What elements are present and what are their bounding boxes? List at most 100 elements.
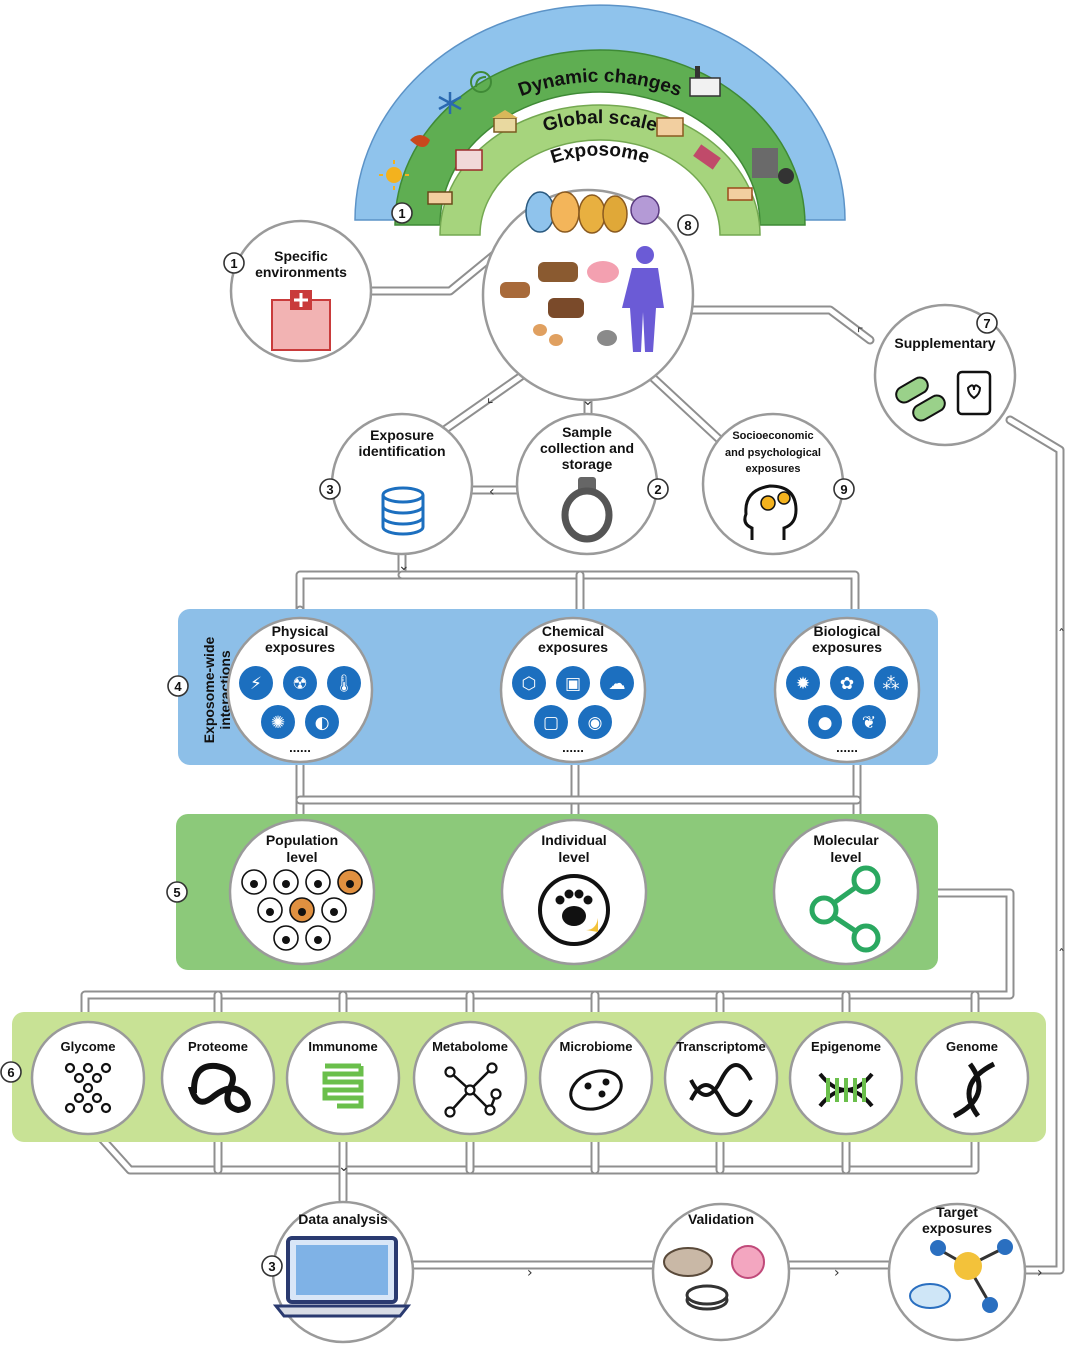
svg-text:interactions: interactions (217, 650, 233, 730)
omics-badge (0, 1061, 22, 1083)
exposure-group-label-1: Chemical (542, 623, 604, 639)
laptop-icon (272, 1236, 412, 1318)
trees-icon (525, 191, 660, 234)
exposome-label: Exposome (548, 139, 652, 168)
supplementary-badge-number: 7 (983, 316, 990, 331)
proteome-icon (187, 1062, 251, 1114)
head-gears-icon (743, 484, 798, 540)
omics-badge-number: 6 (7, 1065, 14, 1080)
scene-badge (677, 214, 699, 236)
mouse-cell-icon (663, 1245, 765, 1311)
microbe-icon (569, 1069, 623, 1111)
pipe-inner-1 (677, 307, 873, 343)
levels-row: PopulationlevelIndividuallevelMolecularl… (228, 818, 920, 966)
arc-badge-number: 1 (398, 206, 405, 221)
svg-text:✺: ✺ (271, 713, 285, 733)
exposure-group-label-1: Physical (272, 623, 329, 639)
svg-text:✿: ✿ (840, 674, 854, 694)
lightning-icon: ⚡ (239, 666, 273, 700)
exposure-groups: Physicalexposures⚡☢🌡✺◐......Chemicalexpo… (226, 616, 921, 764)
animals-icon (500, 261, 619, 346)
omics-epigenome: Epigenome (788, 1020, 904, 1136)
glycome-icon (64, 1062, 112, 1114)
target-exposures-node: Target exposures (887, 1202, 1027, 1342)
government-building-icon (492, 110, 518, 133)
pipe-1 (675, 305, 875, 345)
leaf-icon: ❦ (852, 705, 886, 739)
share-network-icon (809, 865, 881, 953)
socio-badge (833, 478, 855, 500)
radiation-icon: ☢ (283, 666, 317, 700)
svg-text:⌄: ⌄ (398, 558, 410, 574)
dna-icon (952, 1061, 996, 1119)
sample-label-1: Sample (562, 424, 612, 440)
exposure-group-label-1: Biological (814, 623, 881, 639)
pipe-inner-19 (82, 1117, 978, 1173)
omics-metabolome: Metabolome (412, 1020, 528, 1136)
exposure-group-1: Chemicalexposures⬡▣☁▢◉...... (499, 616, 647, 764)
omics-label: Metabolome (432, 1039, 508, 1054)
paw-icon (538, 874, 610, 946)
thermometer-icon: 🌡 (327, 666, 361, 700)
pipe-inner-3 (427, 367, 533, 443)
svg-text:✹: ✹ (796, 674, 810, 694)
interactions-side-label: Exposome-wide interactions (201, 637, 233, 744)
svg-text:🌡: 🌡 (333, 674, 355, 694)
svg-text:◉: ◉ (588, 713, 603, 733)
population-paws-icon (241, 869, 363, 951)
socio-label-3: exposures (745, 463, 800, 475)
bank-icon (455, 149, 483, 171)
exposure-group-2: Biologicalexposures✹✿⁂●❦...... (773, 616, 921, 764)
exposure-group-more: ...... (289, 740, 311, 755)
container-icon: ▢ (534, 705, 568, 739)
virus-icon: ✹ (786, 666, 820, 700)
city-icon (752, 148, 794, 184)
level-label-2: level (558, 849, 589, 865)
socioeconomic-node: Socioeconomic and psychological exposure… (701, 412, 855, 556)
environment-scene-node: 8 (481, 188, 699, 402)
target-molecule-icon (909, 1239, 1013, 1313)
interactions-badge (167, 675, 189, 697)
svg-text:⌞: ⌞ (487, 390, 494, 406)
level-label-1: Population (266, 832, 338, 848)
svg-text:⚡: ⚡ (250, 674, 262, 694)
sample-label-2: collection and (540, 440, 634, 456)
sample-badge-number: 2 (654, 482, 661, 497)
levels-badge-number: 5 (173, 885, 180, 900)
omics-label: Glycome (61, 1039, 116, 1054)
socio-badge-number: 9 (840, 482, 847, 497)
sample-ring-icon (561, 477, 613, 543)
omics-label: Microbiome (560, 1039, 633, 1054)
svg-text:›: › (527, 1265, 533, 1281)
exposure-id-label-1: Exposure (370, 427, 434, 443)
database-icon (381, 486, 425, 536)
pipe-inner-0 (367, 247, 503, 294)
epigenome-dna-icon (818, 1072, 874, 1108)
omics-immunome: Immunome (285, 1020, 401, 1136)
exposure-group-more: ...... (836, 740, 858, 755)
arc-badge (391, 202, 413, 224)
omics-label: Immunome (308, 1039, 377, 1054)
exposure-id-badge-number: 3 (326, 482, 333, 497)
pipe-2 (1005, 415, 1065, 1275)
target-label-2: exposures (922, 1220, 992, 1236)
omics-label: Proteome (188, 1039, 248, 1054)
pipe-inner-8 (399, 572, 858, 623)
svg-text:›: › (834, 1265, 840, 1281)
molecule-icon: ⬡ (512, 666, 546, 700)
svg-text:⬡: ⬡ (522, 674, 537, 694)
sample-label-3: storage (562, 456, 613, 472)
leaf-autumn-icon (410, 135, 430, 147)
omics-microbiome: Microbiome (538, 1020, 654, 1136)
pollen-icon: ⁂ (874, 666, 908, 700)
omics-transcriptome: Transcriptome (663, 1020, 779, 1136)
data-analysis-badge (261, 1255, 283, 1277)
dog-icon: ● (808, 705, 842, 739)
bacteria-icon: ✿ (830, 666, 864, 700)
specific-env-badge (223, 252, 245, 274)
supplementary-label: Supplementary (894, 335, 995, 351)
level-label-1: Molecular (813, 832, 879, 848)
smoke-icon: ☁ (600, 666, 634, 700)
specific-environments-node: Specific environments 1 (223, 219, 373, 363)
